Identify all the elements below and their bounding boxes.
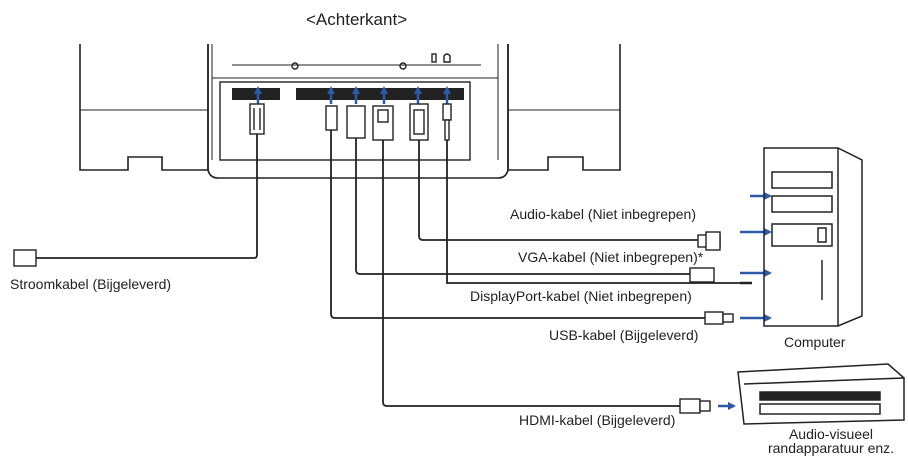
cables	[34, 130, 740, 407]
device-arrows	[718, 192, 772, 410]
displayport-cable-label: DisplayPort-kabel (Niet inbegrepen)	[470, 288, 692, 304]
av-device-label-line1: Audio-visueel	[788, 426, 874, 442]
av-device	[737, 363, 905, 425]
connectors-monitor-side	[249, 103, 452, 141]
connectors-device-side	[13, 231, 752, 414]
hdmi-cable-label: HDMI-kabel (Bijgeleverd)	[519, 412, 676, 428]
monitor-buttons	[291, 53, 451, 70]
audio-cable-label: Audio-kabel (Niet inbegrepen)	[510, 206, 696, 222]
port-arrows	[254, 86, 451, 104]
computer-label: Computer	[784, 334, 846, 350]
port-labels-bg	[232, 88, 464, 100]
vga-cable-label: VGA-kabel (Niet inbegrepen)*	[518, 249, 704, 265]
page-title: <Achterkant>	[306, 10, 408, 29]
monitor-rear	[79, 44, 621, 179]
av-device-label-line2: randapparatuur enz.	[767, 440, 895, 456]
usb-cable-label: USB-kabel (Bijgeleverd)	[549, 327, 699, 343]
computer-tower	[763, 147, 863, 327]
power-cable-label: Stroomkabel (Bijgeleverd)	[10, 276, 172, 292]
